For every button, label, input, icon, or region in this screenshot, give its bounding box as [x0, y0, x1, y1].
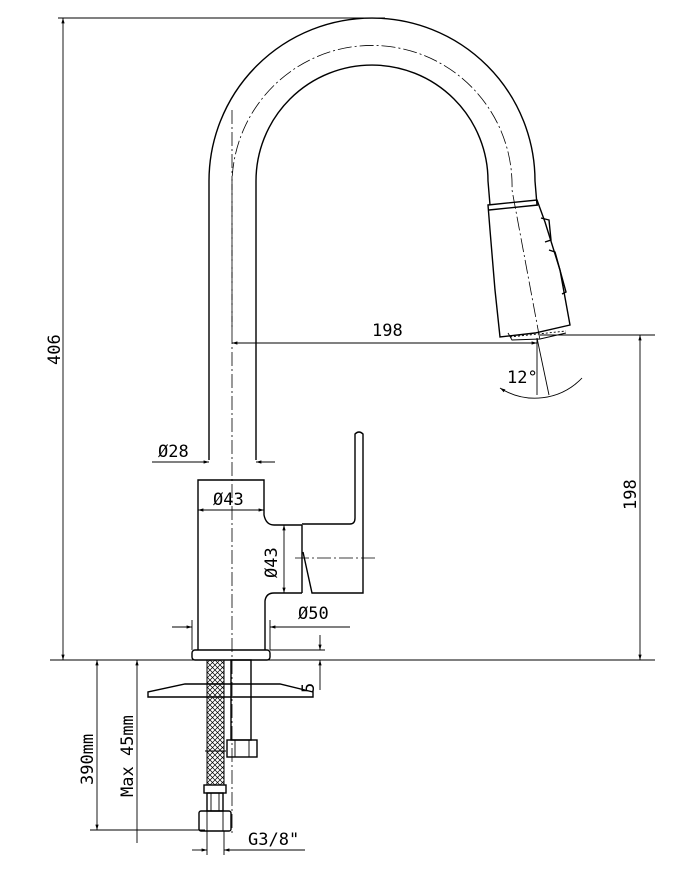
spout-height-label: 198	[621, 479, 641, 510]
base-diameter-dimension: Ø50	[172, 604, 350, 650]
tube-diameter-dimension: Ø28	[152, 442, 275, 464]
handle-diameter-dimension: Ø43	[262, 525, 286, 593]
reach-label: 198	[372, 321, 403, 341]
hose-length-label: 390mm	[78, 734, 98, 785]
reach-dimension: 198	[232, 321, 537, 345]
base-thickness-label: 5	[299, 683, 319, 693]
faucet-body	[191, 479, 303, 661]
supply-pipe	[226, 659, 258, 758]
handle-lever	[295, 431, 378, 594]
base-thickness-dimension: 5	[270, 635, 325, 693]
counter-thickness-label: Max 45mm	[118, 715, 138, 797]
thread-label: G3/8"	[248, 830, 299, 850]
total-height-label: 406	[45, 334, 65, 365]
spray-angle-label: 12°	[507, 368, 538, 388]
handle-diameter-label: Ø43	[262, 547, 282, 578]
body-diameter-label: Ø43	[213, 490, 244, 510]
thread-dimension: G3/8"	[192, 830, 305, 855]
spout-height-dimension: 198	[621, 335, 642, 660]
spray-angle-dimension: 12°	[499, 337, 583, 399]
body-diameter-dimension: Ø43	[198, 490, 264, 512]
spray-head	[487, 199, 571, 341]
spout	[208, 17, 538, 460]
extension-lines	[50, 17, 655, 661]
total-height-dimension: 406	[45, 17, 65, 660]
hose-length-dimension: 390mm	[78, 660, 205, 831]
braided-hose	[198, 659, 232, 832]
spout-centerline	[231, 45, 541, 341]
base-diameter-label: Ø50	[298, 604, 329, 624]
counter-thickness-dimension: Max 45mm	[118, 660, 139, 843]
tube-diameter-label: Ø28	[158, 442, 189, 462]
mounting-plate	[147, 683, 314, 698]
